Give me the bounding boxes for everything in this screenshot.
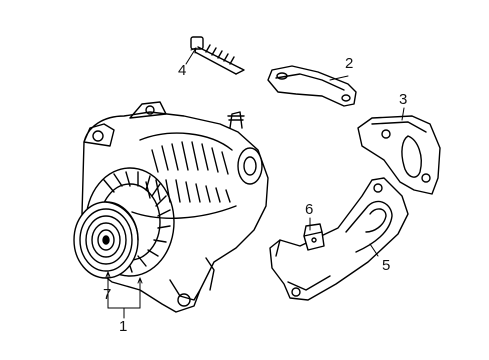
- callout-label-7: 7: [103, 286, 112, 303]
- callout-label-2: 2: [345, 55, 354, 72]
- callout-label-3: 3: [399, 91, 408, 108]
- brace-part-5: [269, 177, 409, 301]
- callout-label-4: 4: [178, 62, 187, 79]
- callout-label-5: 5: [382, 257, 391, 274]
- bracket-part-2: [267, 65, 357, 107]
- bolt-part-4: [190, 36, 245, 75]
- leader-lines: [105, 47, 405, 319]
- callout-label-6: 6: [305, 201, 314, 218]
- bracket-part-3: [357, 115, 441, 195]
- callout-label-1: 1: [119, 318, 128, 335]
- alternator-part-1: [73, 101, 269, 313]
- nut-part-6: [303, 223, 325, 251]
